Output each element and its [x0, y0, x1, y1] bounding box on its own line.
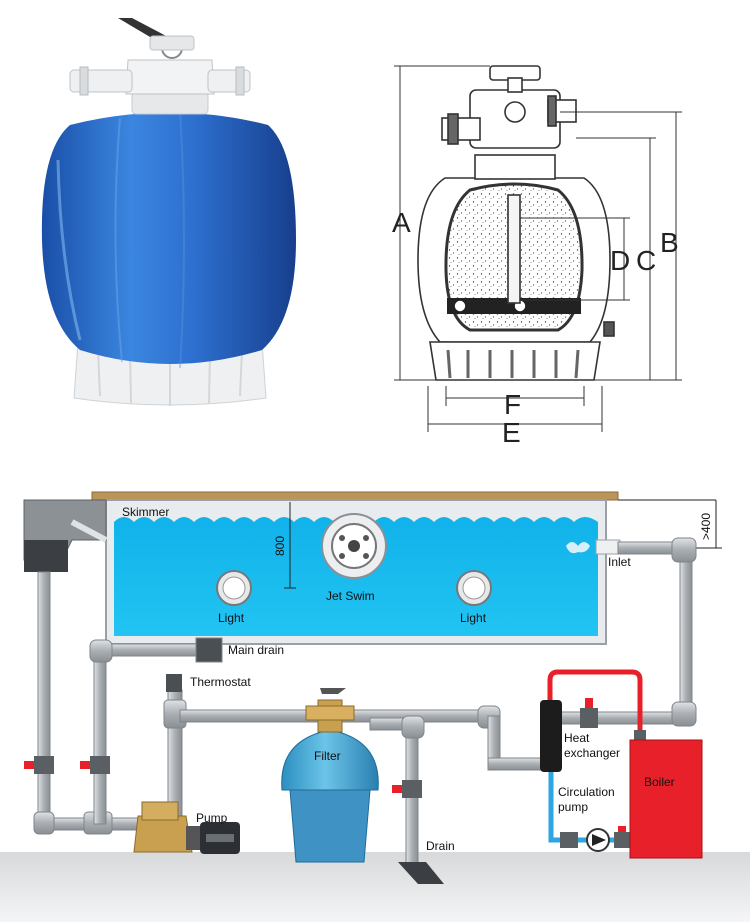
multiport-valve	[125, 59, 215, 95]
dimension-labels: A B C D E F	[392, 207, 679, 448]
diagram-labels: Skimmer Jet Swim Light Light Inlet Main …	[122, 505, 675, 853]
pool-deck	[91, 491, 619, 501]
dim-label-f: F	[504, 389, 521, 420]
circulation-pump-label-2: pump	[558, 800, 588, 814]
thermostat-label: Thermostat	[190, 675, 251, 689]
heat-exchanger	[540, 700, 562, 772]
dim-label-d: D	[610, 245, 630, 276]
tank-body	[41, 112, 296, 364]
hot-water-loop	[547, 669, 643, 738]
dim-label-b: B	[660, 227, 679, 258]
circulation-pump-label-1: Circulation	[558, 785, 615, 799]
light-right-label: Light	[460, 611, 487, 625]
inlet-label: Inlet	[608, 555, 631, 569]
skimmer-grille	[24, 540, 68, 572]
pipework	[33, 537, 697, 865]
main-drain-label: Main drain	[228, 643, 284, 657]
dim-label-e: E	[502, 417, 521, 448]
valve-port-left	[69, 69, 133, 93]
dimension-drawing	[394, 65, 682, 432]
filter-tank	[281, 688, 379, 863]
height-label: >400	[699, 513, 713, 540]
pump-label: Pump	[196, 811, 228, 825]
depth-label: 800	[273, 536, 287, 556]
filter-label: Filter	[314, 749, 341, 763]
thermostat-sensor	[166, 674, 182, 692]
light-left-label: Light	[218, 611, 245, 625]
pool-diagram: 800 >400	[0, 491, 750, 922]
dim-label-a: A	[392, 207, 411, 238]
valves	[24, 698, 598, 798]
dim-label-c: C	[636, 245, 656, 276]
product-photo	[41, 18, 296, 406]
boiler-label: Boiler	[644, 775, 675, 789]
skimmer-label: Skimmer	[122, 505, 169, 519]
drain-label: Drain	[426, 839, 455, 853]
heat-exchanger-label-2: exchanger	[564, 746, 620, 760]
tank-neck	[131, 91, 209, 115]
drain-outlet	[398, 862, 444, 884]
main-pump	[133, 801, 240, 854]
jet-swim-label: Jet Swim	[326, 589, 375, 603]
inlet-spray	[566, 542, 590, 554]
boiler	[629, 739, 703, 859]
heat-exchanger-label-1: Heat	[564, 731, 590, 745]
ground	[0, 852, 750, 922]
